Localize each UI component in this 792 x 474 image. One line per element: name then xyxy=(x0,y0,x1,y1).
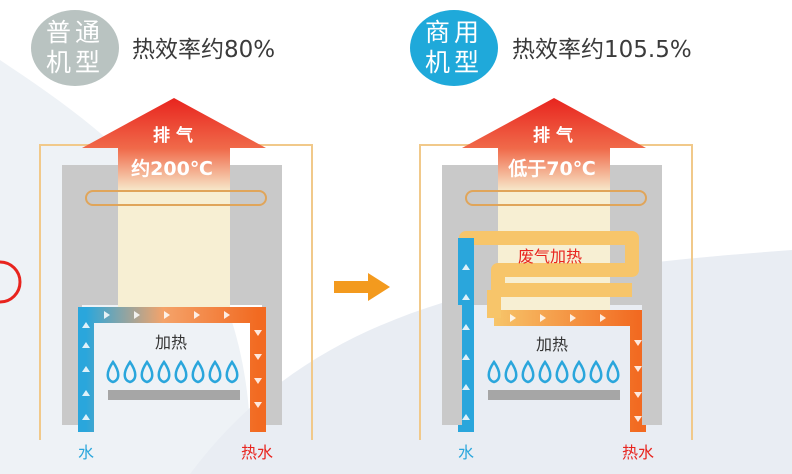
commercial-heater-diagram: 排 气 低于70℃ 废气加热 加热 水 热水 xyxy=(419,98,693,462)
heating-label: 加热 xyxy=(536,335,568,354)
burner-flames xyxy=(106,359,239,384)
bg-edge-arc xyxy=(0,260,22,304)
outer-frame-left xyxy=(419,144,488,440)
exhaust-temp: 低于70℃ xyxy=(507,157,595,180)
burner-flames xyxy=(487,359,620,384)
pipe-flow-markers xyxy=(82,311,262,420)
right-arrow-icon xyxy=(334,273,390,301)
exhaust-label: 排 气 xyxy=(533,125,573,146)
chamber-wall-right xyxy=(642,305,662,425)
badge-text-line2: 机型 xyxy=(45,48,104,77)
heating-label: 加热 xyxy=(155,333,187,352)
chamber-wall-right xyxy=(262,305,282,425)
hot-water-label: 热水 xyxy=(622,443,654,462)
waste-heat-label: 废气加热 xyxy=(518,247,582,266)
hot-water-label: 热水 xyxy=(241,443,273,462)
badge-text-line1: 普通 xyxy=(45,18,104,47)
burner-plate xyxy=(488,390,620,400)
badge-text-line1: 商用 xyxy=(424,18,483,47)
standard-model-badge: 普通 机型 xyxy=(31,10,119,86)
badge-text-line2: 机型 xyxy=(424,48,483,77)
exhaust-arrow xyxy=(82,98,266,190)
commercial-model-badge: 商用 机型 xyxy=(410,10,498,86)
burner-plate xyxy=(108,390,240,400)
chamber-wall-left xyxy=(442,305,462,425)
water-pipe xyxy=(78,307,266,432)
chamber-wall-left xyxy=(62,305,82,425)
heat-coil xyxy=(85,190,267,206)
exhaust-label: 排 气 xyxy=(153,125,193,146)
standard-efficiency-text: 热效率约80% xyxy=(132,37,276,63)
exhaust-arrow xyxy=(462,98,646,190)
cold-water-label: 水 xyxy=(458,443,474,462)
outer-frame-left xyxy=(39,144,108,440)
pipe-flow-markers xyxy=(462,264,642,422)
heat-coil xyxy=(465,190,647,206)
exhaust-temp: 约200℃ xyxy=(131,157,213,180)
standard-heater-diagram: 排 气 约200℃ 加热 水 热水 xyxy=(39,98,313,462)
cold-water-label: 水 xyxy=(78,443,94,462)
commercial-efficiency-text: 热效率约105.5% xyxy=(512,37,692,63)
